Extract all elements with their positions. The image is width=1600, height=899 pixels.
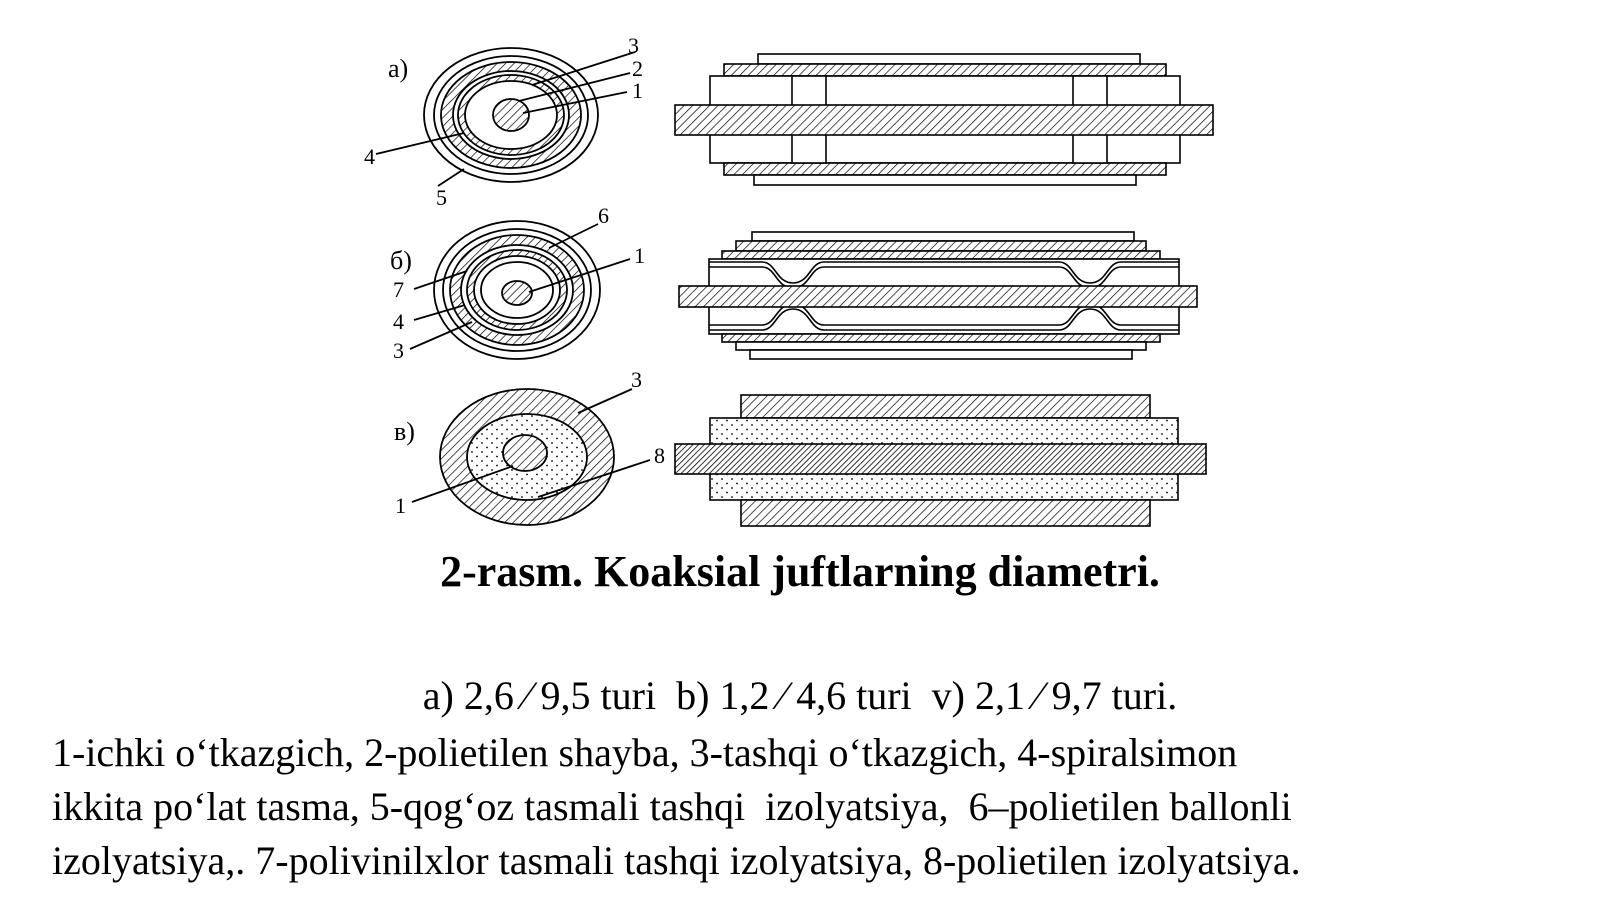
label-b-7: 7	[393, 277, 404, 302]
longitudinal-a	[674, 53, 1214, 186]
label-v-3: 3	[631, 367, 642, 392]
label-v-1: 1	[395, 493, 406, 518]
label-v-8: 8	[654, 443, 665, 468]
label-b-1: 1	[634, 243, 645, 268]
label-a-5: 5	[436, 185, 447, 210]
longitudinal-b	[678, 231, 1198, 360]
legend-line: ikkita po‘lat tasma, 5-qog‘oz tasmali ta…	[52, 784, 1292, 829]
cross-section-a	[375, 47, 636, 187]
legend-line: izolyatsiya,. 7-polivinilxlor tasmali ta…	[52, 838, 1301, 883]
label-v: в)	[394, 417, 415, 446]
label-a-1: 1	[632, 78, 643, 103]
longitudinal-v	[674, 394, 1207, 527]
figure-caption: 2-rasm. Koaksial juftlarning diametri.	[440, 547, 1160, 596]
label-b-6: 6	[598, 203, 609, 228]
coaxial-diagram: a) 3 2 1 4 5 б) 6 1 7 4 3	[364, 33, 1214, 527]
legend-line: 1-ichki o‘tkazgich, 2-polietilen shayba,…	[52, 730, 1238, 775]
cross-section-b	[409, 220, 631, 360]
cross-section-v	[411, 388, 651, 526]
label-b-4: 4	[393, 309, 404, 334]
label-a-2: 2	[632, 56, 643, 81]
legend: 1-ichki o‘tkazgich, 2-polietilen shayba,…	[52, 726, 1582, 888]
label-a-4: 4	[364, 144, 375, 169]
label-a: a)	[388, 54, 408, 83]
label-a-3: 3	[628, 33, 639, 58]
label-b: б)	[390, 246, 412, 275]
types-line: a) 2,6 ⁄ 9,5 turi b) 1,2 ⁄ 4,6 turi v) 2…	[422, 673, 1178, 718]
label-b-3: 3	[393, 338, 404, 363]
